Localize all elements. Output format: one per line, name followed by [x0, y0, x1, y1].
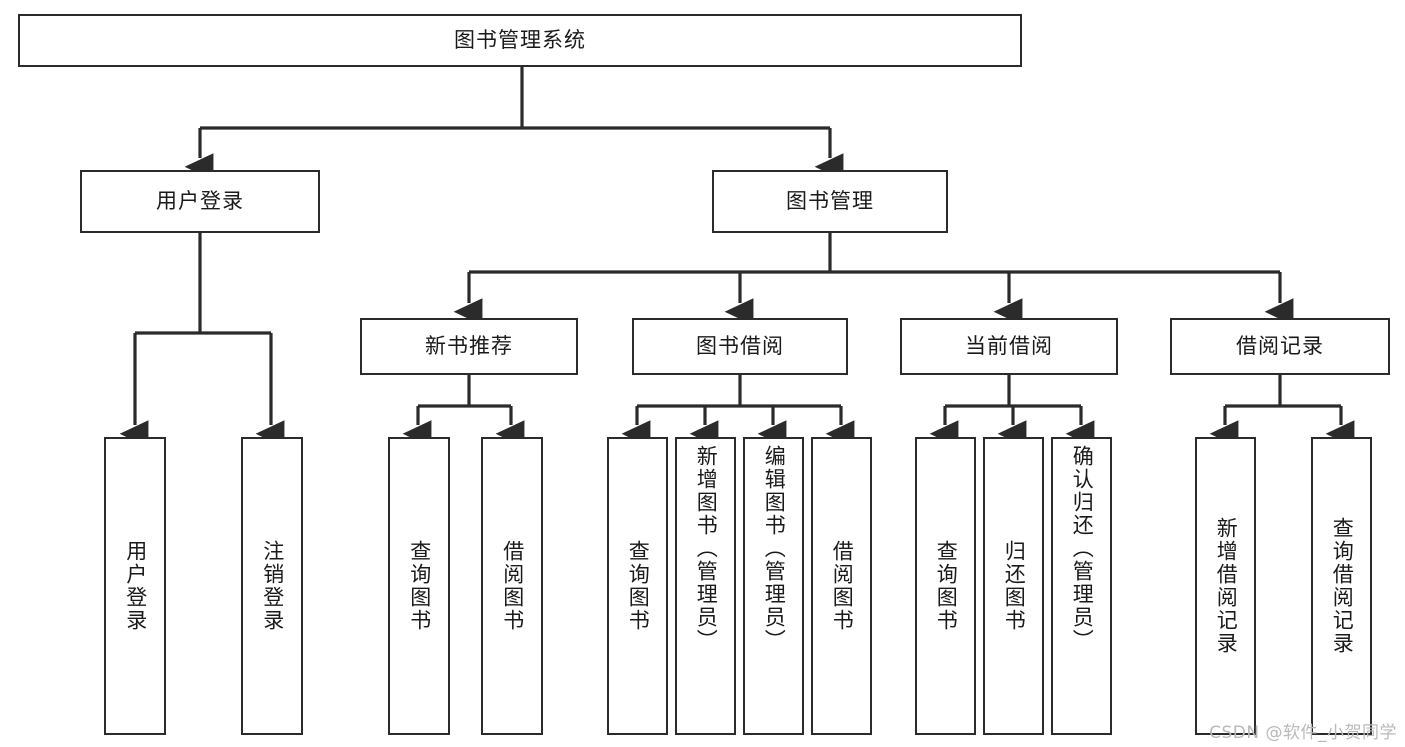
node-label: 确认归还（管理员） [1070, 445, 1095, 652]
node-current-borrow[interactable]: 当前借阅 [900, 318, 1118, 375]
node-label: 当前借阅 [965, 333, 1053, 358]
leaf-add-book-admin[interactable]: 新增图书（管理员） [675, 437, 736, 735]
node-book-management[interactable]: 图书管理 [712, 170, 948, 233]
node-label: 图书管理 [786, 188, 874, 213]
node-label: 用户登录 [123, 540, 148, 632]
leaf-add-borrow-record[interactable]: 新增借阅记录 [1195, 437, 1256, 735]
node-label: 新书推荐 [425, 333, 513, 358]
leaf-borrow-book[interactable]: 借阅图书 [811, 437, 872, 735]
node-label: 注销登录 [260, 540, 285, 632]
node-book-borrow[interactable]: 图书借阅 [632, 318, 848, 375]
leaf-query-borrow-record[interactable]: 查询借阅记录 [1311, 437, 1372, 735]
node-label: 查询图书 [626, 540, 651, 632]
node-root-book-management-system[interactable]: 图书管理系统 [18, 14, 1022, 67]
leaf-borrow-book-recommend[interactable]: 借阅图书 [481, 437, 543, 735]
node-label: 借阅图书 [500, 540, 525, 632]
node-label: 查询借阅记录 [1330, 517, 1355, 655]
leaf-logout-login[interactable]: 注销登录 [241, 437, 303, 735]
node-label: 查询图书 [934, 540, 959, 632]
leaf-query-book-current[interactable]: 查询图书 [915, 437, 976, 735]
node-label: 借阅图书 [830, 540, 855, 632]
leaf-edit-book-admin[interactable]: 编辑图书（管理员） [743, 437, 804, 735]
node-label: 图书管理系统 [454, 27, 586, 52]
node-label: 借阅记录 [1236, 333, 1324, 358]
node-label: 新增借阅记录 [1214, 517, 1239, 655]
node-label: 编辑图书（管理员） [762, 445, 787, 652]
node-label: 归还图书 [1002, 540, 1027, 632]
leaf-query-book-recommend[interactable]: 查询图书 [388, 437, 450, 735]
csdn-watermark: CSDN @软件_小贺同学 [1209, 723, 1397, 743]
node-label: 查询图书 [407, 540, 432, 632]
node-label: 图书借阅 [696, 333, 784, 358]
leaf-confirm-return-admin[interactable]: 确认归还（管理员） [1051, 437, 1112, 735]
node-label: 新增图书（管理员） [694, 445, 719, 652]
node-borrow-record[interactable]: 借阅记录 [1170, 318, 1390, 375]
node-user-login[interactable]: 用户登录 [80, 170, 320, 233]
leaf-return-book[interactable]: 归还图书 [983, 437, 1044, 735]
node-new-book-recommend[interactable]: 新书推荐 [360, 318, 578, 375]
node-label: 用户登录 [156, 188, 244, 213]
leaf-query-book-borrow[interactable]: 查询图书 [607, 437, 668, 735]
leaf-user-login[interactable]: 用户登录 [104, 437, 166, 735]
